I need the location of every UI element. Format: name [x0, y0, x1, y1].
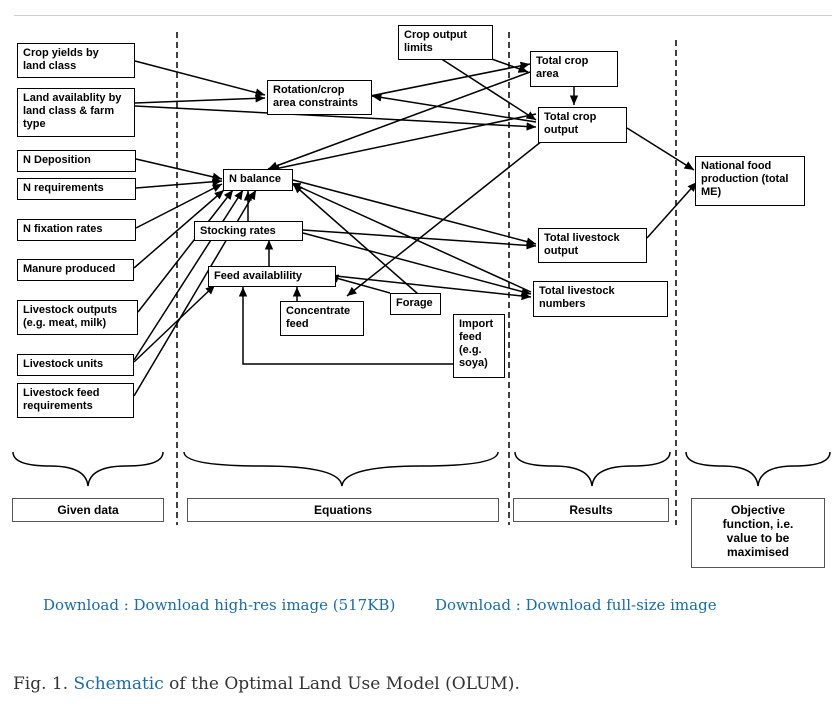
- flow-arrows: [133, 51, 698, 397]
- category-equations: Equations: [187, 498, 499, 522]
- node-crop-output-limits: Crop output limits: [398, 25, 493, 60]
- arrow-total-crop-output-to-concentrate-feed: [346, 140, 543, 297]
- arrow-forage-to-feed-availability: [328, 274, 391, 294]
- arrow-crop-yields-to-rotation: [134, 60, 266, 97]
- node-total-livestock-numbers: Total livestock numbers: [533, 281, 668, 317]
- arrow-manure-to-n-balance: [133, 189, 225, 269]
- arrow-livestock-units-to-n-balance: [133, 189, 244, 361]
- node-rotation-constraints: Rotation/crop area constraints: [267, 80, 372, 115]
- brace-objective: [685, 451, 831, 487]
- caption-suffix: of the Optimal Land Use Model (OLUM).: [163, 674, 520, 694]
- node-feed-availability: Feed availablility: [208, 266, 336, 287]
- category-results: Results: [513, 498, 669, 522]
- arrow-land-availability-to-rotation: [134, 94, 266, 104]
- figure-caption: Fig. 1. Schematic of the Optimal Land Us…: [13, 674, 520, 694]
- node-total-livestock-output: Total livestock output: [538, 228, 647, 263]
- brace-given-data: [12, 451, 164, 487]
- arrow-livestock-outputs-to-n-balance: [137, 189, 234, 313]
- arrow-n-balance-to-total-livestock-output: [292, 179, 537, 246]
- category-braces: [12, 451, 831, 487]
- node-concentrate-feed: Concentrate feed: [280, 301, 364, 336]
- arrow-land-availability-to-total-crop-output: [134, 105, 537, 131]
- node-n-deposition: N Deposition: [17, 150, 136, 172]
- download-full-size-link[interactable]: Download : Download full-size image: [435, 596, 717, 614]
- node-import-feed: Import feed (e.g. soya): [453, 314, 505, 378]
- node-crop-yields: Crop yields by land class: [17, 43, 135, 78]
- node-livestock-outputs: Livestock outputs (e.g. meat, milk): [17, 300, 138, 335]
- caption-prefix: Fig. 1.: [13, 674, 74, 694]
- arrow-n-fixation-to-n-balance: [135, 183, 223, 229]
- category-objective-function: Objective function, i.e. value to be max…: [691, 498, 825, 568]
- top-rule: [14, 15, 832, 16]
- download-high-res-link[interactable]: Download : Download high-res image (517K…: [43, 596, 396, 614]
- arrow-import-feed-to-feed-availability: [238, 287, 456, 365]
- node-national-food-production: National food production (total ME): [695, 156, 805, 206]
- arrow-total-crop-output-to-n-balance: [269, 113, 537, 173]
- arrow-livestock-units-to-feed-availability: [133, 284, 216, 363]
- brace-equations: [183, 451, 499, 487]
- arrow-total-crop-output-to-national-food: [626, 127, 695, 171]
- node-livestock-feed-requirements: Livestock feed requirements: [17, 383, 134, 418]
- node-manure-produced: Manure produced: [17, 259, 134, 281]
- category-given-data: Given data: [12, 498, 164, 522]
- section-dividers: [176, 32, 677, 525]
- arrow-n-deposition-to-n-balance: [135, 158, 223, 181]
- node-stocking-rates: Stocking rates: [194, 221, 303, 241]
- node-land-availability: Land availablity by land class & farm ty…: [17, 88, 135, 137]
- brace-results: [514, 451, 671, 487]
- node-n-fixation-rates: N fixation rates: [17, 219, 136, 241]
- node-n-balance: N balance: [223, 169, 293, 191]
- node-forage: Forage: [390, 293, 441, 315]
- node-livestock-units: Livestock units: [17, 354, 134, 376]
- arrow-stocking-rates-to-total-livestock-numbers: [302, 232, 532, 296]
- arrow-total-crop-output-to-rotation: [371, 93, 537, 123]
- arrow-total-crop-area-to-n-balance: [267, 71, 531, 170]
- arrow-forage-to-n-balance: [292, 183, 419, 295]
- arrow-rotation-to-total-crop-area: [369, 61, 531, 97]
- node-n-requirements: N requirements: [17, 178, 136, 200]
- arrow-n-requirements-to-n-balance: [135, 177, 223, 189]
- schematic-link[interactable]: Schematic: [73, 674, 164, 694]
- node-total-crop-output: Total crop output: [538, 107, 627, 143]
- node-total-crop-area: Total crop area: [530, 51, 618, 87]
- arrow-total-livestock-output-to-national-food: [646, 181, 698, 239]
- arrow-crop-output-limits-to-total-crop-output: [439, 57, 537, 121]
